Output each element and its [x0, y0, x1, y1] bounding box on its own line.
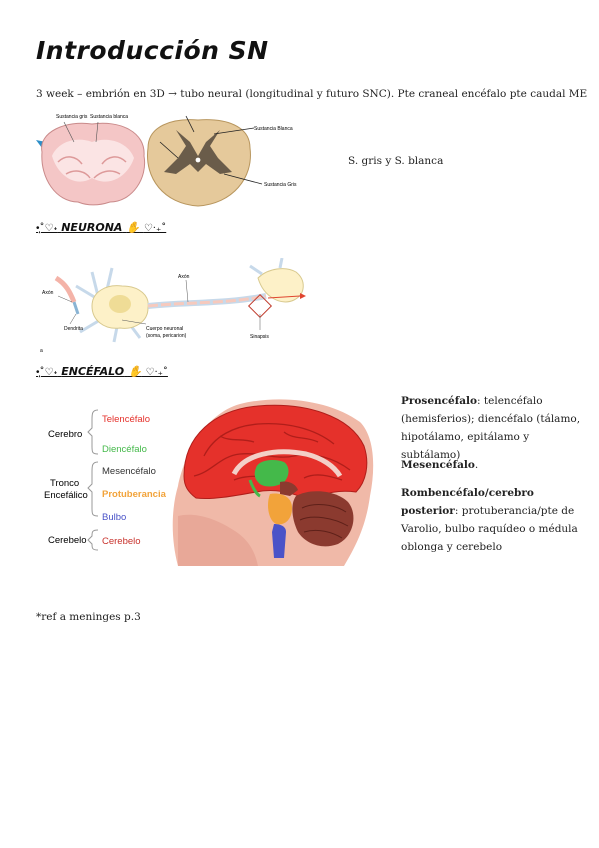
heading-deco-left: •̩͙˚♡˖ [36, 223, 58, 234]
label-cuerpo-neuronal: Cuerpo neuronal [146, 326, 183, 332]
label-sustancia-blanca: Sustancia blanca [90, 114, 128, 120]
label-sustancia-gris: Sustancia gris [56, 114, 88, 120]
text-prosencefalo: : telencéfalo (hemisferios); diencéfalo … [401, 395, 581, 461]
section-heading-neurona: •̩͙˚♡˖ NEURONA ✋ ♡‧₊˚ [36, 221, 166, 234]
legend-cerebro: Cerebro [48, 429, 82, 440]
sgris-note: S. gris y S. blanca [348, 155, 444, 167]
legend-diencefalo: Diencéfalo [102, 444, 147, 455]
label-dendrita: Dendrita [64, 326, 83, 332]
legend-tronco: Tronco [50, 478, 79, 489]
intro-text: 3 week – embrión en 3D → tubo neural (lo… [36, 88, 588, 100]
legend-telencefalo: Telencéfalo [102, 414, 150, 425]
legend-cerebelo-group: Cerebelo [48, 535, 87, 546]
paragraph-rombencefalo: Rombencéfalo/cerebro posterior: protuber… [401, 484, 589, 556]
label-sust-gris-cord: Sustancia Gris [264, 182, 297, 188]
text-rombencefalo: : protuberancia/pte de Varolio, bulbo ra… [401, 505, 578, 553]
label-soma: (soma, pericarion) [146, 333, 187, 339]
page-title: Introducción SN [36, 36, 269, 65]
legend-cerebelo: Cerebelo [102, 536, 141, 547]
label-small-a: a [40, 348, 43, 354]
label-sust-blanca-cord: Sustancia Blanca [254, 126, 293, 132]
term-prosencefalo: Prosencéfalo [401, 395, 478, 407]
red-arrow-icon [300, 293, 306, 299]
paragraph-mesencefalo: Mesencéfalo. [401, 456, 589, 474]
spinal-cord-figure: Sustancia gris Sustancia blanca Sustanci… [36, 114, 297, 207]
heading-deco-right: ♡‧₊˚ [143, 223, 167, 234]
brain-figure: Cerebro Tronco Encefálico Cerebelo Telen… [44, 399, 374, 566]
heading-deco-right: ♡‧₊˚ [145, 367, 168, 378]
reference-note: *ref a meninges p.3 [36, 611, 141, 623]
section-heading-encefalo: •̩͙˚♡˖ ENCÉFALO ✋ ♡‧₊˚ [36, 365, 168, 378]
legend-bulbo: Bulbo [102, 512, 126, 523]
term-rombencefalo: Rombencéfalo/cerebro posterior [401, 487, 534, 517]
legend-encefalico: Encefálico [44, 490, 88, 501]
hand-icon: ✋ [127, 365, 142, 378]
paragraph-prosencefalo: Prosencéfalo: telencéfalo (hemisferios);… [401, 392, 589, 464]
heading-neurona-title: NEURONA [61, 221, 123, 234]
text-mesencefalo: . [474, 459, 479, 471]
label-sinapsis: Sinapsis [250, 334, 269, 340]
legend-mesencefalo: Mesencéfalo [102, 466, 156, 477]
legend-protuberancia: Protuberancia [102, 489, 167, 500]
label-axon-top: Axón [178, 274, 190, 280]
heading-deco-left: •̩͙˚♡˖ [36, 367, 58, 378]
term-mesencefalo: Mesencéfalo [401, 459, 475, 471]
label-axon-left: Axón [42, 290, 54, 296]
heading-encefalo-title: ENCÉFALO [61, 365, 125, 378]
hand-icon: ✋ [126, 221, 140, 234]
neuron-figure: Axón Axón Dendrita Cuerpo neuronal (soma… [40, 258, 306, 354]
